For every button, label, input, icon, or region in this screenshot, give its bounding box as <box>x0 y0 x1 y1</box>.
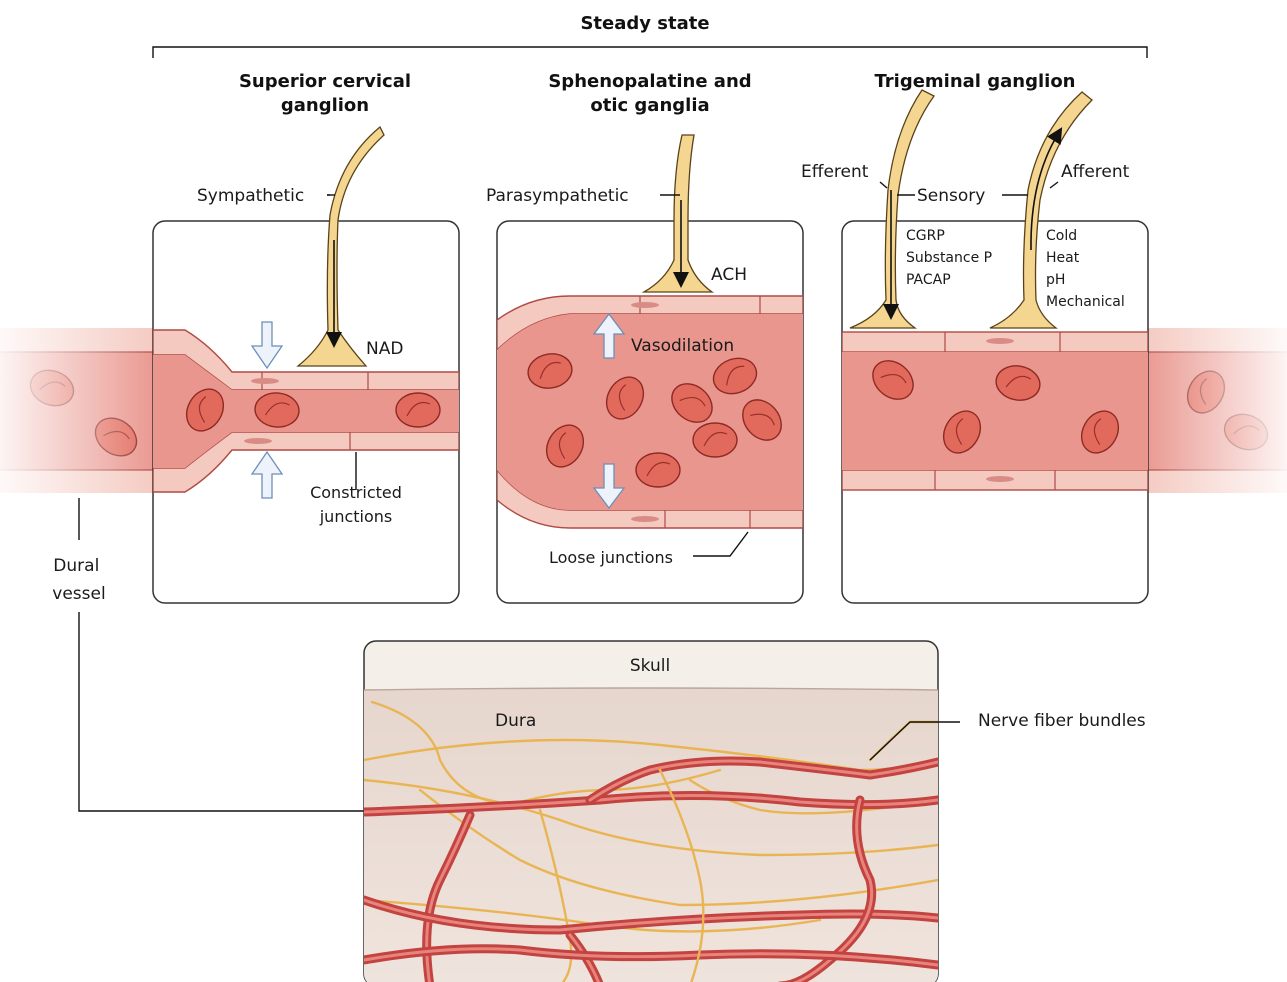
efferent-item: PACAP <box>906 272 951 288</box>
nerve-fiber-bundles-label: Nerve fiber bundles <box>978 711 1146 731</box>
skull-label: Skull <box>630 656 670 676</box>
vasodilation-label: Vasodilation <box>631 336 734 356</box>
afferent-item: Cold <box>1046 228 1077 244</box>
page-title: Steady state <box>580 13 709 34</box>
efferent-item: Substance P <box>906 250 992 266</box>
nad-label: NAD <box>366 339 403 359</box>
ach-label: ACH <box>711 265 747 285</box>
sensory-label: Sensory <box>917 186 985 206</box>
afferent-item: pH <box>1046 272 1065 288</box>
dural-vessel-leader <box>79 612 365 811</box>
sympathetic-label: Sympathetic <box>197 186 304 206</box>
efferent-label: Efferent <box>801 162 869 182</box>
afferent-item: Mechanical <box>1046 294 1125 310</box>
dural-vessel-label-text: Dural <box>53 556 99 576</box>
panel-title-trigeminal: Trigeminal ganglion <box>874 71 1075 92</box>
afferent-item: Heat <box>1046 250 1080 266</box>
parasympathetic-label: Parasympathetic <box>486 186 629 206</box>
panel-dura <box>364 641 960 982</box>
header-bracket <box>153 47 1147 58</box>
loose-junctions-label: Loose junctions <box>549 548 673 567</box>
afferent-label: Afferent <box>1061 162 1130 182</box>
dura-label: Dura <box>495 711 536 731</box>
efferent-item: CGRP <box>906 228 945 244</box>
dural-vessel-label: Dural vessel <box>52 556 105 604</box>
panel-title-sympathetic-text: Superior cervical <box>239 71 411 92</box>
